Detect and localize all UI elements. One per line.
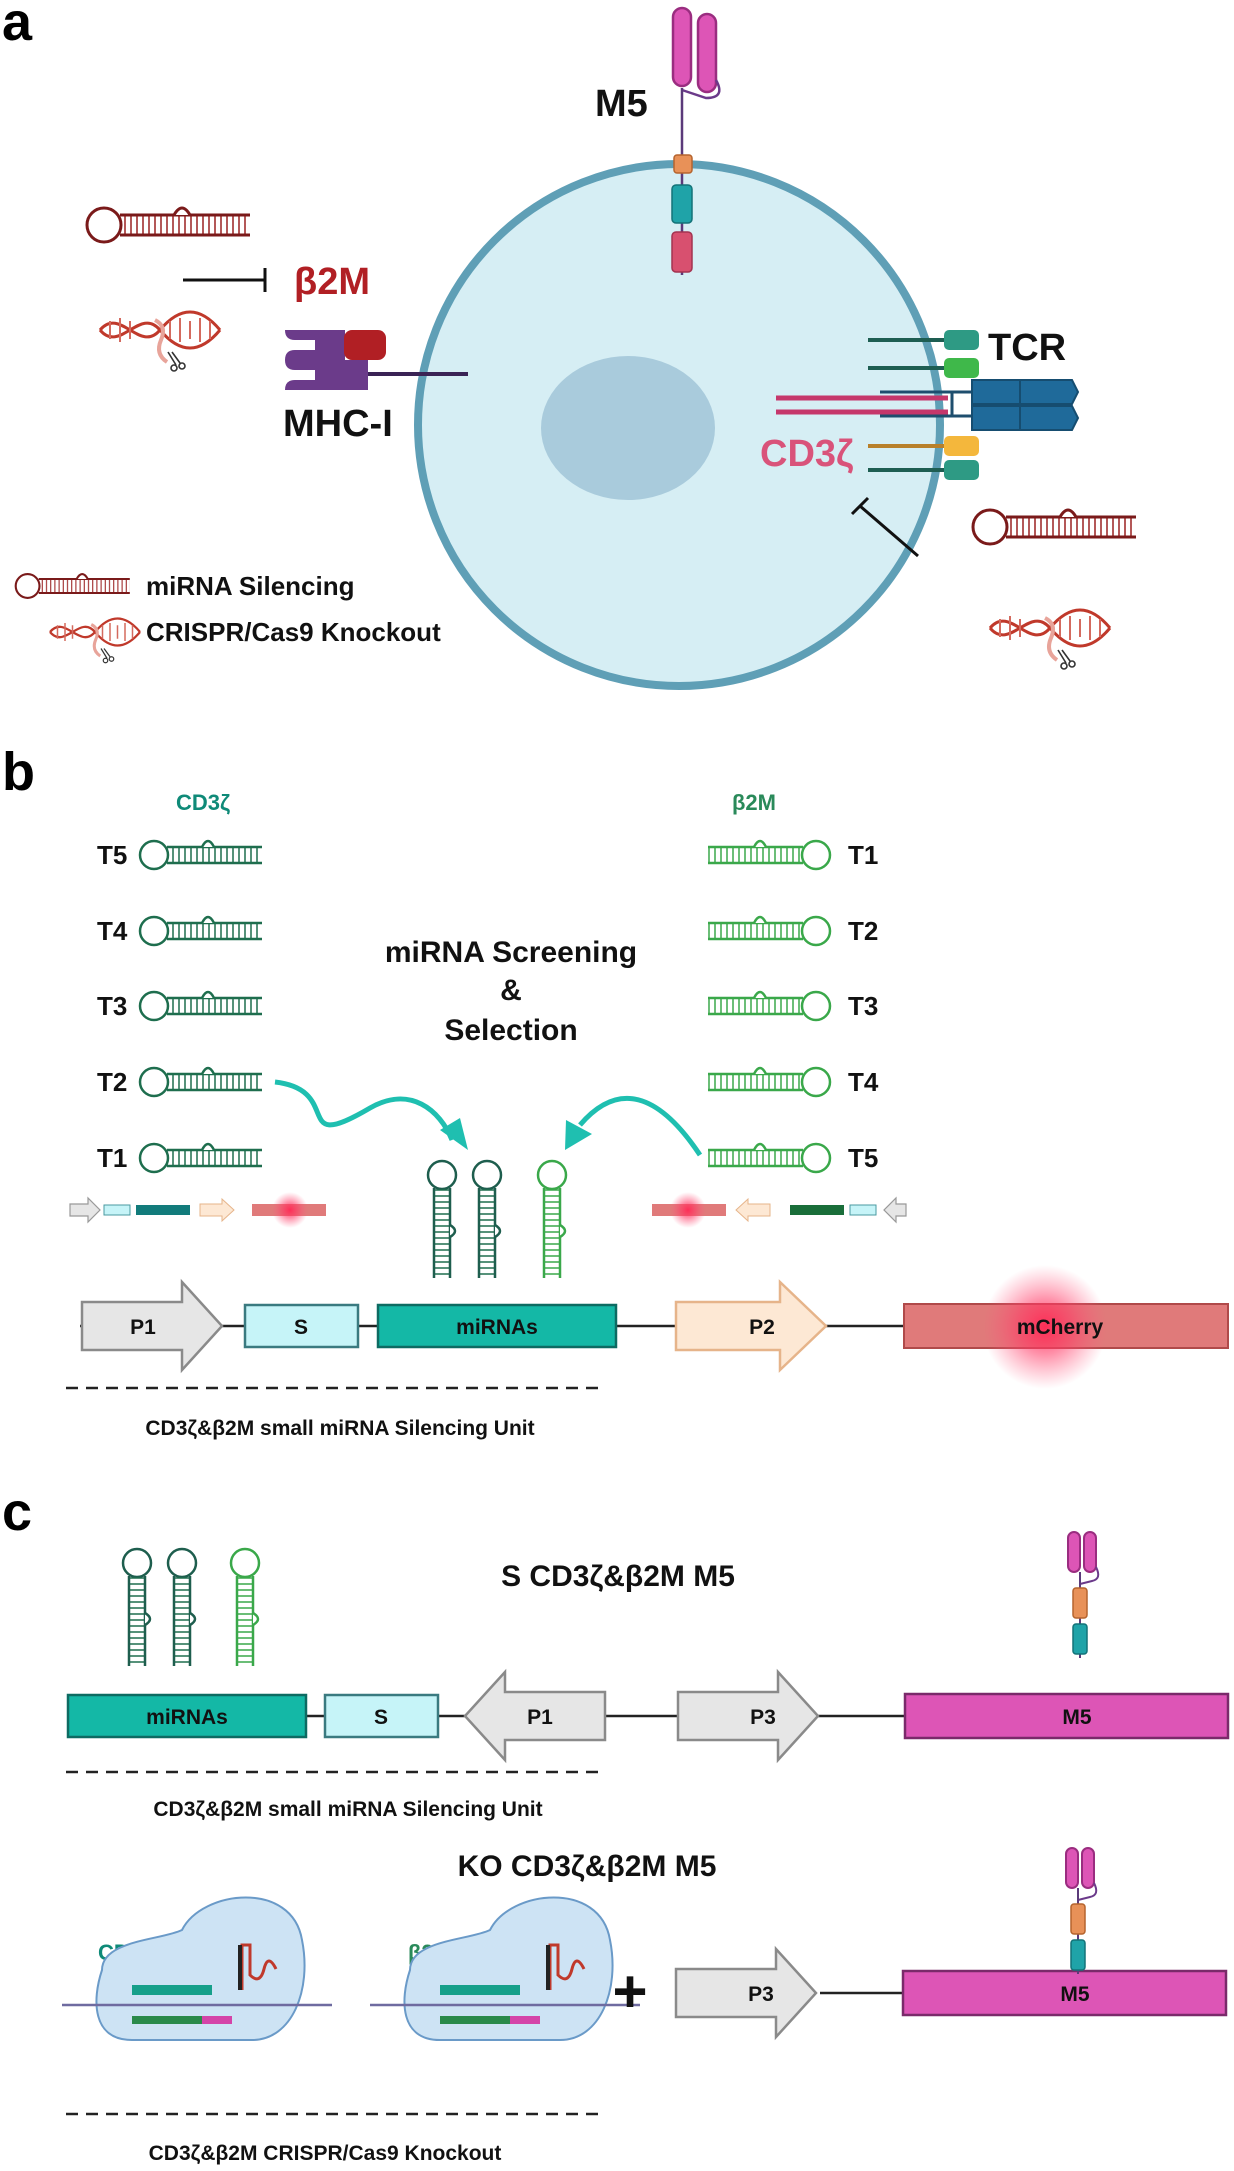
mhc-i-molecule (285, 330, 468, 390)
mini-construct-left (69, 1192, 326, 1228)
inhibit-bar-b2m (183, 268, 267, 292)
construct-title-knockout: KO CD3ζ&β2M M5 (458, 1850, 717, 1883)
mhc-i-label: MHC-I (283, 403, 393, 445)
selection-arrow-left-head (440, 1118, 468, 1150)
mirna-stem-1 (426, 1159, 458, 1280)
m5-label-c2: M5 (1060, 1983, 1089, 2006)
cd3z-target-5: T1 (97, 1143, 127, 1173)
mirna-stem-2 (471, 1159, 503, 1280)
construct-title-silencing: S CD3ζ&β2M M5 (501, 1560, 735, 1593)
tcr-complex (776, 330, 1080, 480)
cas9-complex-b2m (368, 1895, 642, 2042)
b2m-target-5: T5 (848, 1143, 878, 1173)
screening-line-1: miRNA Screening (385, 936, 637, 969)
b2m-hairpin-list (706, 839, 832, 1174)
p3-promoter-c1 (676, 1670, 820, 1762)
b2m-target-3: T3 (848, 991, 878, 1021)
cd3z-label: CD3ζ (760, 433, 854, 475)
mcherry-label: mCherry (1017, 1316, 1104, 1339)
plus-sign: + (612, 1958, 647, 2025)
b2m-label: β2M (294, 261, 370, 303)
legend-mirna-label: miRNA Silencing (146, 571, 355, 601)
mirna-hairpin-cd3z (971, 508, 1138, 546)
cd3z-hairpin-list (138, 839, 264, 1174)
b2m-target-1: T1 (848, 840, 878, 870)
m5-element-c2 (901, 1969, 1228, 2017)
b2m-target-2: T2 (848, 916, 878, 946)
mcherry-glow (983, 1265, 1107, 1389)
cd3z-target-3: T3 (97, 991, 127, 1021)
p2-label: P2 (749, 1316, 775, 1339)
p3-promoter-c2 (674, 1947, 818, 2039)
m5-element-c1 (903, 1692, 1230, 1740)
legend-crispr (48, 617, 142, 665)
mirnas-element-c (66, 1693, 308, 1739)
mirna-stem-c3 (229, 1547, 261, 1668)
selection-arrow-left (274, 1079, 455, 1141)
p3-label-c2: P3 (748, 1983, 774, 2006)
m5-receptor (671, 6, 721, 275)
screening-line-3: Selection (444, 1014, 577, 1047)
m5-glyph-c2 (1065, 1847, 1098, 1975)
cd3z-target-1: T5 (97, 840, 127, 870)
mirna-stem-c2 (166, 1547, 198, 1668)
legend-mirna (14, 573, 131, 599)
crispr-dna-b2m (98, 310, 222, 373)
selection-arrow-right (578, 1095, 703, 1157)
m5-label: M5 (595, 83, 648, 125)
inhibit-bar-cd3z (850, 496, 919, 558)
unit-caption-b: CD3ζ&β2M small miRNA Silencing Unit (145, 1417, 534, 1440)
selection-arrow-right-head (565, 1120, 592, 1150)
b2m-header: β2M (732, 790, 776, 815)
p1-label-b: P1 (130, 1316, 156, 1339)
mirnas-element-b (376, 1303, 618, 1349)
m5-glyph-c1 (1067, 1531, 1100, 1659)
unit-caption-c: CD3ζ&β2M small miRNA Silencing Unit (153, 1798, 542, 1821)
mirna-stem-3 (536, 1159, 568, 1280)
panel-label-c: c (2, 1482, 32, 1542)
mini-construct-right (652, 1192, 907, 1228)
cd3z-target-2: T4 (97, 916, 128, 946)
screening-line-2: & (500, 974, 522, 1007)
mirnas-label-c: miRNAs (146, 1706, 228, 1729)
s-element-b (243, 1303, 360, 1349)
panel-label-a: a (2, 0, 33, 52)
mirnas-label-b: miRNAs (456, 1316, 538, 1339)
m5-label-c1: M5 (1062, 1706, 1091, 1729)
cd3z-target-4: T2 (97, 1067, 127, 1097)
mirna-hairpin-b2m (85, 206, 252, 244)
b2m-target-4: T4 (848, 1067, 879, 1097)
panel-label-b: b (2, 742, 35, 802)
cd3z-header: CD3ζ (176, 790, 230, 815)
crispr-dna-cd3z (988, 608, 1112, 671)
ko-caption: CD3ζ&β2M CRISPR/Cas9 Knockout (149, 2142, 502, 2165)
mirna-stem-c1 (121, 1547, 153, 1668)
p2-promoter (674, 1279, 828, 1373)
s-label-c: S (374, 1706, 388, 1729)
cas9-complex-cd3z (60, 1895, 334, 2042)
s-label-b: S (294, 1316, 308, 1339)
legend-crispr-label: CRISPR/Cas9 Knockout (146, 617, 441, 647)
p3-label-c1: P3 (750, 1706, 776, 1729)
s-element-c (323, 1693, 440, 1739)
tcr-label: TCR (988, 327, 1066, 369)
nucleus (541, 356, 715, 500)
p1-label-c: P1 (527, 1706, 553, 1729)
